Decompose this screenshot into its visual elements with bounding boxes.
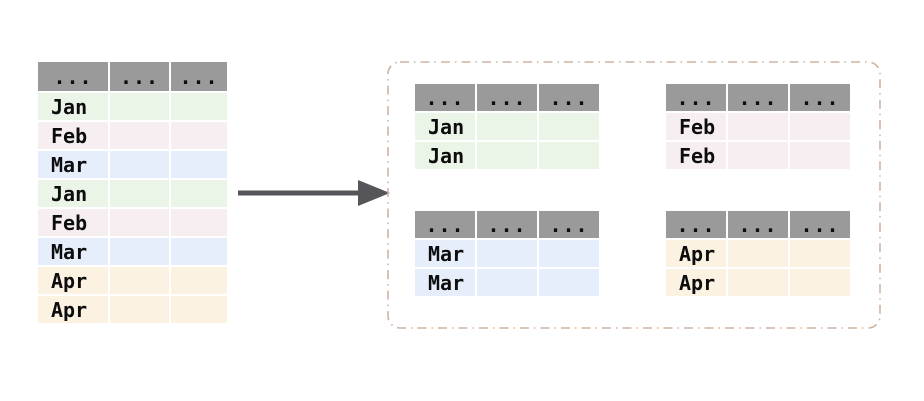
table-header-cell: ...	[728, 84, 788, 111]
table-cell-empty	[728, 113, 788, 140]
table-cell-month: Mar	[38, 151, 108, 178]
table-cell-empty	[171, 180, 227, 207]
table-cell-month: Apr	[666, 269, 726, 296]
table-header-cell: ...	[539, 84, 599, 111]
table-header-cell: ...	[477, 211, 537, 238]
table-cell-month: Jan	[38, 93, 108, 120]
arrow-icon	[238, 180, 390, 206]
table-cell-empty	[539, 269, 599, 296]
table-cell-empty	[171, 122, 227, 149]
table-cell-month: Mar	[38, 238, 108, 265]
table-cell-empty	[171, 267, 227, 294]
table-cell-empty	[171, 238, 227, 265]
table-cell-empty	[171, 209, 227, 236]
table-cell-empty	[539, 240, 599, 267]
table-cell-empty	[110, 209, 169, 236]
table-cell-month: Feb	[38, 122, 108, 149]
table-cell-empty	[171, 296, 227, 323]
table-cell-empty	[110, 122, 169, 149]
table-cell-empty	[171, 93, 227, 120]
table-cell-empty	[110, 296, 169, 323]
table-cell-month: Apr	[38, 296, 108, 323]
group-table-feb: ... ... ... Feb Feb	[666, 84, 850, 169]
table-cell-month: Mar	[415, 240, 475, 267]
table-cell-empty	[728, 142, 788, 169]
table-cell-empty	[477, 269, 537, 296]
table-header-cell: ...	[539, 211, 599, 238]
table-cell-empty	[110, 238, 169, 265]
group-table-mar: ... ... ... Mar Mar	[415, 211, 599, 296]
table-header-cell: ...	[666, 84, 726, 111]
table-header-cell: ...	[666, 211, 726, 238]
table-header-cell: ...	[415, 211, 475, 238]
table-cell-empty	[110, 93, 169, 120]
table-header-cell: ...	[171, 62, 227, 91]
table-cell-month: Jan	[415, 142, 475, 169]
table-cell-empty	[110, 180, 169, 207]
table-cell-empty	[790, 240, 850, 267]
table-header-cell: ...	[790, 84, 850, 111]
table-cell-month: Apr	[38, 267, 108, 294]
table-cell-month: Apr	[666, 240, 726, 267]
table-header-cell: ...	[110, 62, 169, 91]
table-header-cell: ...	[415, 84, 475, 111]
table-cell-month: Jan	[415, 113, 475, 140]
group-table-apr: ... ... ... Apr Apr	[666, 211, 850, 296]
table-header-cell: ...	[728, 211, 788, 238]
table-cell-empty	[539, 113, 599, 140]
table-header-cell: ...	[477, 84, 537, 111]
table-cell-month: Feb	[666, 142, 726, 169]
dashed-border	[387, 61, 881, 329]
table-cell-empty	[110, 267, 169, 294]
table-cell-empty	[790, 142, 850, 169]
table-cell-month: Mar	[415, 269, 475, 296]
source-table: ... ... ... Jan Feb Mar Jan Feb Mar Apr …	[38, 62, 227, 323]
table-header-cell: ...	[790, 211, 850, 238]
table-cell-empty	[171, 151, 227, 178]
table-cell-empty	[477, 113, 537, 140]
table-cell-empty	[539, 142, 599, 169]
table-cell-empty	[477, 142, 537, 169]
group-table-jan: ... ... ... Jan Jan	[415, 84, 599, 169]
table-cell-empty	[728, 240, 788, 267]
table-cell-empty	[110, 151, 169, 178]
table-cell-month: Jan	[38, 180, 108, 207]
table-cell-empty	[790, 113, 850, 140]
table-header-cell: ...	[38, 62, 108, 91]
table-cell-month: Feb	[38, 209, 108, 236]
table-cell-month: Feb	[666, 113, 726, 140]
table-cell-empty	[728, 269, 788, 296]
table-cell-empty	[477, 240, 537, 267]
groups-container: ... ... ... Jan Jan ... ... ... Feb Feb …	[387, 61, 881, 329]
table-cell-empty	[790, 269, 850, 296]
